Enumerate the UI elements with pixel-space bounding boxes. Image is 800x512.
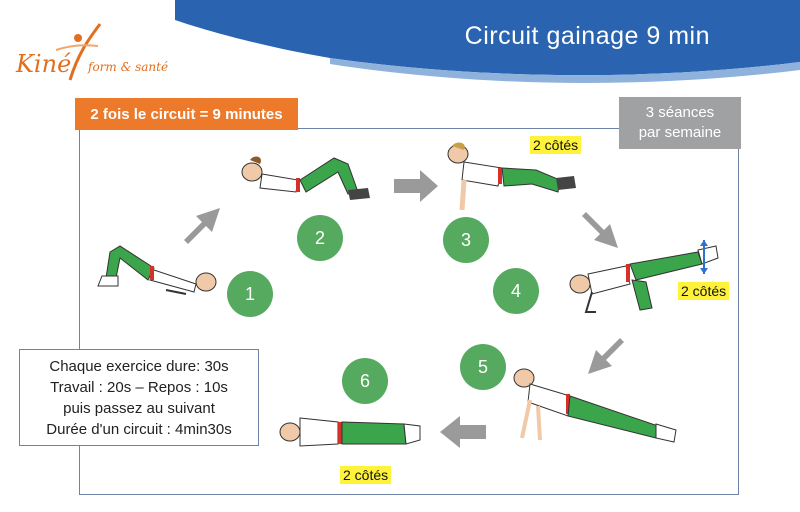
- logo-text: Kiné: [16, 50, 71, 78]
- sessions-line-1: 3 séances: [619, 103, 741, 123]
- step-number-5: 5: [460, 344, 506, 390]
- circuit-badge: 2 fois le circuit = 9 minutes: [75, 98, 298, 130]
- exercise-6-figure: [276, 404, 426, 458]
- step-number-4: 4: [493, 268, 539, 314]
- exercise-4-figure: [566, 240, 726, 320]
- info-line-4: Durée d'un circuit : 4min30s: [20, 419, 258, 440]
- step-number-3: 3: [443, 217, 489, 263]
- exercise-1-figure: [76, 232, 226, 304]
- arrow-2-to-3-icon: [392, 168, 442, 204]
- logo: Kiné form & santé: [8, 14, 178, 94]
- info-box: Chaque exercice dure: 30s Travail : 20s …: [19, 349, 259, 446]
- exercise-2-figure: [236, 150, 386, 210]
- exercise-5-figure: [508, 366, 688, 452]
- step-number-1: 1: [227, 271, 273, 317]
- sessions-line-2: par semaine: [619, 123, 741, 143]
- sessions-badge: 3 séances par semaine: [619, 97, 741, 149]
- note-both-sides-4: 2 côtés: [678, 282, 729, 300]
- info-line-1: Chaque exercice dure: 30s: [20, 356, 258, 377]
- step-number-2: 2: [297, 215, 343, 261]
- logo-subtext: form & santé: [88, 60, 168, 74]
- note-both-sides-6: 2 côtés: [340, 466, 391, 484]
- arrow-5-to-6-icon: [436, 414, 488, 450]
- page-title: Circuit gainage 9 min: [465, 22, 710, 51]
- step-number-6: 6: [342, 358, 388, 404]
- info-line-2: Travail : 20s – Repos : 10s: [20, 377, 258, 398]
- info-line-3: puis passez au suivant: [20, 398, 258, 419]
- note-both-sides-3: 2 côtés: [530, 136, 581, 154]
